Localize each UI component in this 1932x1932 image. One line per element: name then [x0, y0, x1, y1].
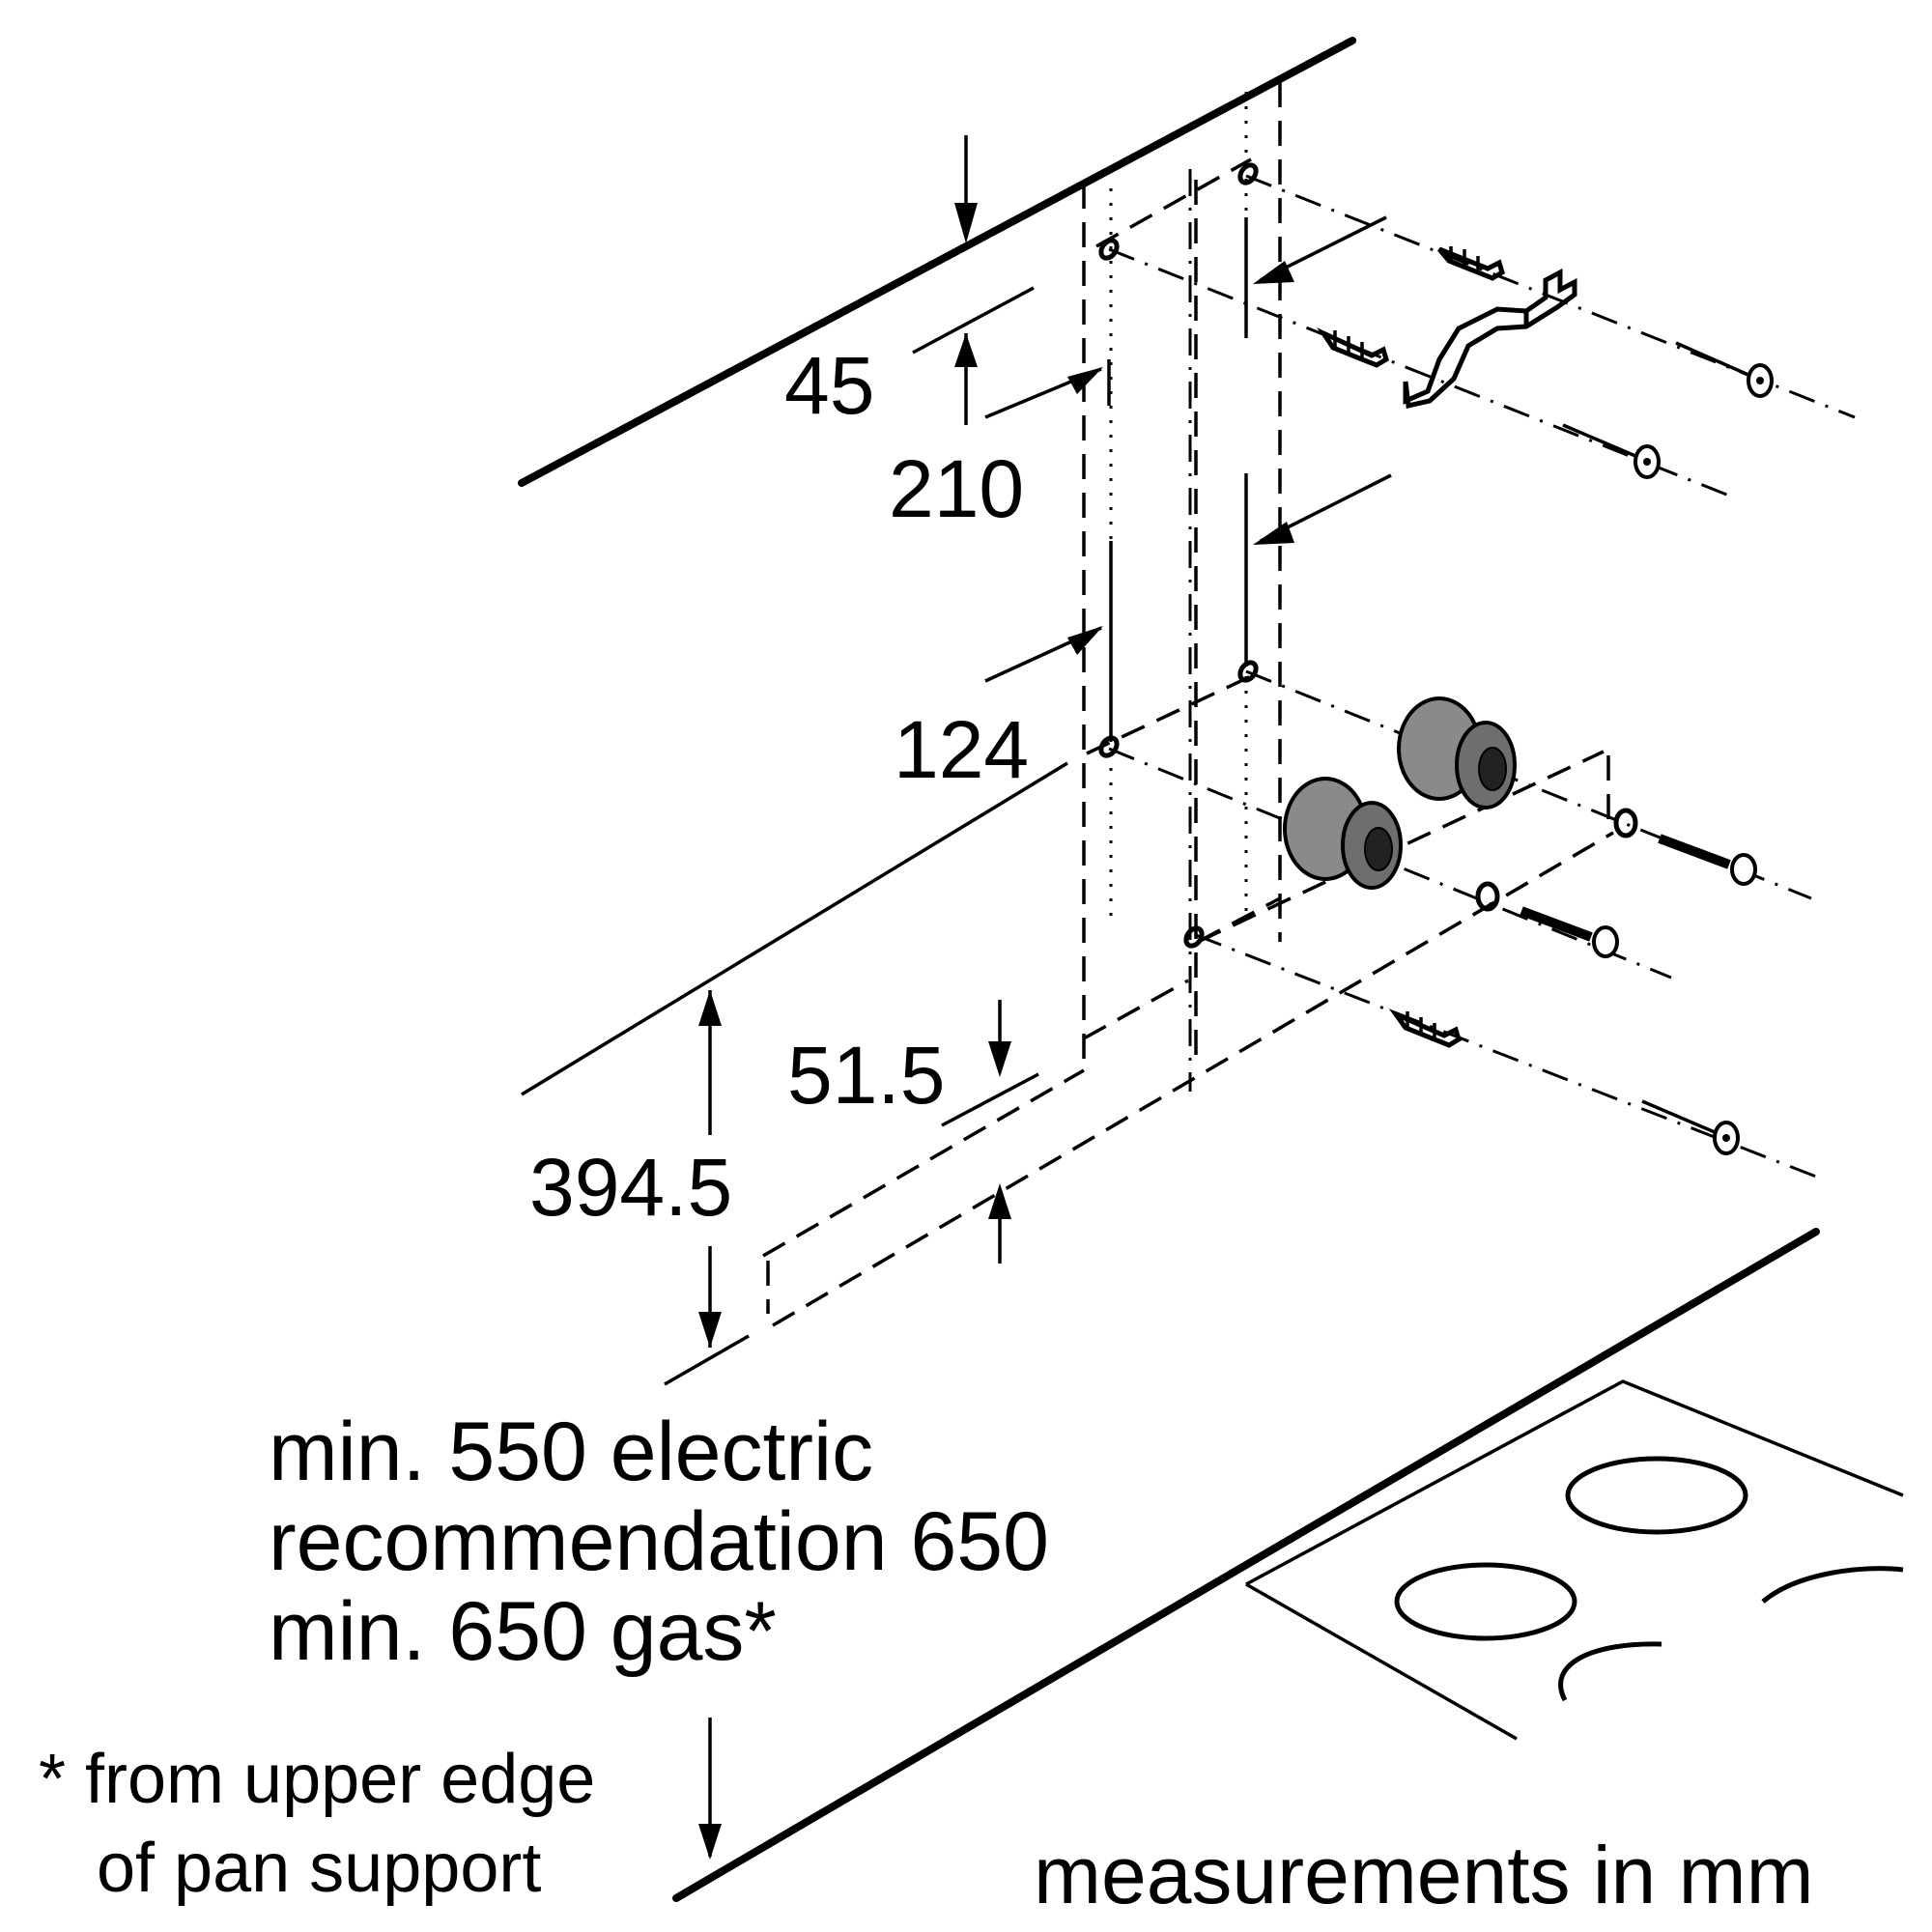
clearance-line-3: min. 650 gas*	[269, 1585, 777, 1678]
footnote-line-2: of pan support	[97, 1830, 541, 1907]
spacer-bottom	[1283, 777, 1403, 890]
dim-51-5-lines	[941, 1000, 1039, 1264]
ceiling-edge-line	[518, 37, 1356, 487]
washers	[1475, 808, 1638, 912]
burner-front	[1558, 1641, 1662, 1702]
clearance-arrow	[698, 1718, 722, 1860]
dim-124-lines	[984, 541, 1113, 739]
hole-top-right	[1237, 162, 1259, 185]
screw-top	[1675, 341, 1774, 398]
dim-394-5-lines	[521, 761, 1068, 1386]
dim-45-lines	[912, 286, 1035, 425]
burner-left	[1394, 1562, 1577, 1641]
cooktop	[1245, 1379, 1904, 1741]
clearance-line-2: recommendation 650	[269, 1495, 1049, 1588]
burner-right	[1761, 1566, 1904, 1604]
ceiling-arrow	[954, 135, 978, 243]
dim-210-lines	[984, 359, 1111, 419]
dim-210-label: 210	[889, 443, 1024, 534]
hole-mid-right	[1237, 660, 1259, 683]
wall-plug-top	[1437, 246, 1505, 281]
units-note: measurements in mm	[1034, 1830, 1814, 1920]
dim-124-label: 124	[894, 704, 1029, 795]
spacer-top	[1397, 696, 1517, 810]
hole-top-left	[1098, 238, 1120, 261]
screw-second	[1562, 423, 1661, 479]
wall-plug-bottom	[1388, 1009, 1462, 1048]
hood-outline	[762, 82, 1614, 1327]
depth-arrows	[1244, 215, 1392, 667]
footnote-line-1: * from upper edge	[39, 1741, 595, 1818]
hole-bottom	[1183, 925, 1205, 949]
wall-plug-second	[1317, 327, 1389, 368]
bolt-bottom	[1520, 906, 1619, 958]
centre-lines	[1108, 174, 1856, 1179]
burner-top	[1565, 1456, 1748, 1535]
dotted-guides	[1109, 92, 1248, 1092]
mounting-holes	[1098, 162, 1259, 949]
dim-45-label: 45	[784, 340, 874, 431]
dim-51-5-label: 51.5	[787, 1030, 946, 1121]
screw-bottom	[1641, 1099, 1740, 1155]
hole-mid-left	[1098, 735, 1120, 758]
worktop-edge-line	[672, 1228, 1820, 1902]
washer-bottom	[1475, 881, 1500, 912]
washer-top	[1613, 808, 1638, 838]
clearance-line-1: min. 550 electric	[269, 1406, 873, 1498]
bolt-top	[1658, 834, 1757, 886]
dim-394-5-label: 394.5	[529, 1142, 732, 1233]
mounting-bracket	[1403, 268, 1577, 410]
